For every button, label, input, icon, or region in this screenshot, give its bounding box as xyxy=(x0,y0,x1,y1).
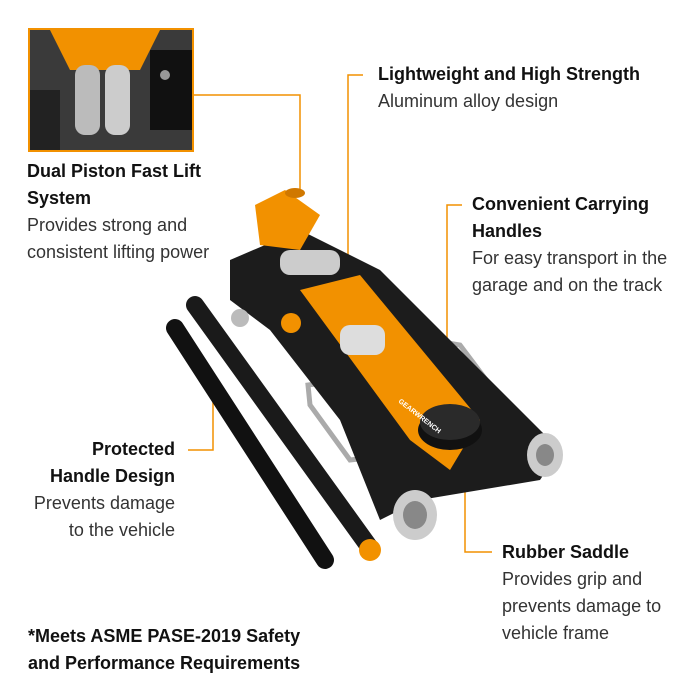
carrying-title-line1: Convenient Carrying xyxy=(472,194,650,214)
dual-piston-desc-line2: consistent lifting power xyxy=(27,242,210,262)
carrying-desc-line2: garage and on the track xyxy=(472,275,663,295)
protected-desc-line1: Prevents damage xyxy=(33,493,175,513)
carrying-title-line2: Handles xyxy=(472,221,543,241)
saddle-desc-line3: vehicle frame xyxy=(502,623,610,643)
protected-desc-line2: to the vehicle xyxy=(68,520,175,540)
lightweight-title: Lightweight and High Strength xyxy=(378,64,640,84)
dual-piston-title-line1: Dual Piston Fast Lift xyxy=(27,161,202,181)
saddle-desc-line2: prevents damage to xyxy=(502,596,662,616)
protected-title-line1: Protected xyxy=(91,439,175,459)
dual-piston-closeup-image xyxy=(28,28,194,152)
carrying-desc-line1: For easy transport in the xyxy=(472,248,668,268)
footnote-line1: *Meets ASME PASE-2019 Safety xyxy=(28,626,301,646)
dual-piston-title-line2: System xyxy=(27,188,92,208)
footnote-line2: and Performance Requirements xyxy=(28,653,301,673)
saddle-title: Rubber Saddle xyxy=(502,542,630,562)
saddle-desc-line1: Provides grip and xyxy=(502,569,643,589)
handle-bars xyxy=(166,296,381,569)
dual-piston-desc-line1: Provides strong and xyxy=(27,215,188,235)
lightweight-desc: Aluminum alloy design xyxy=(378,91,559,111)
protected-title-line2: Handle Design xyxy=(49,466,175,486)
